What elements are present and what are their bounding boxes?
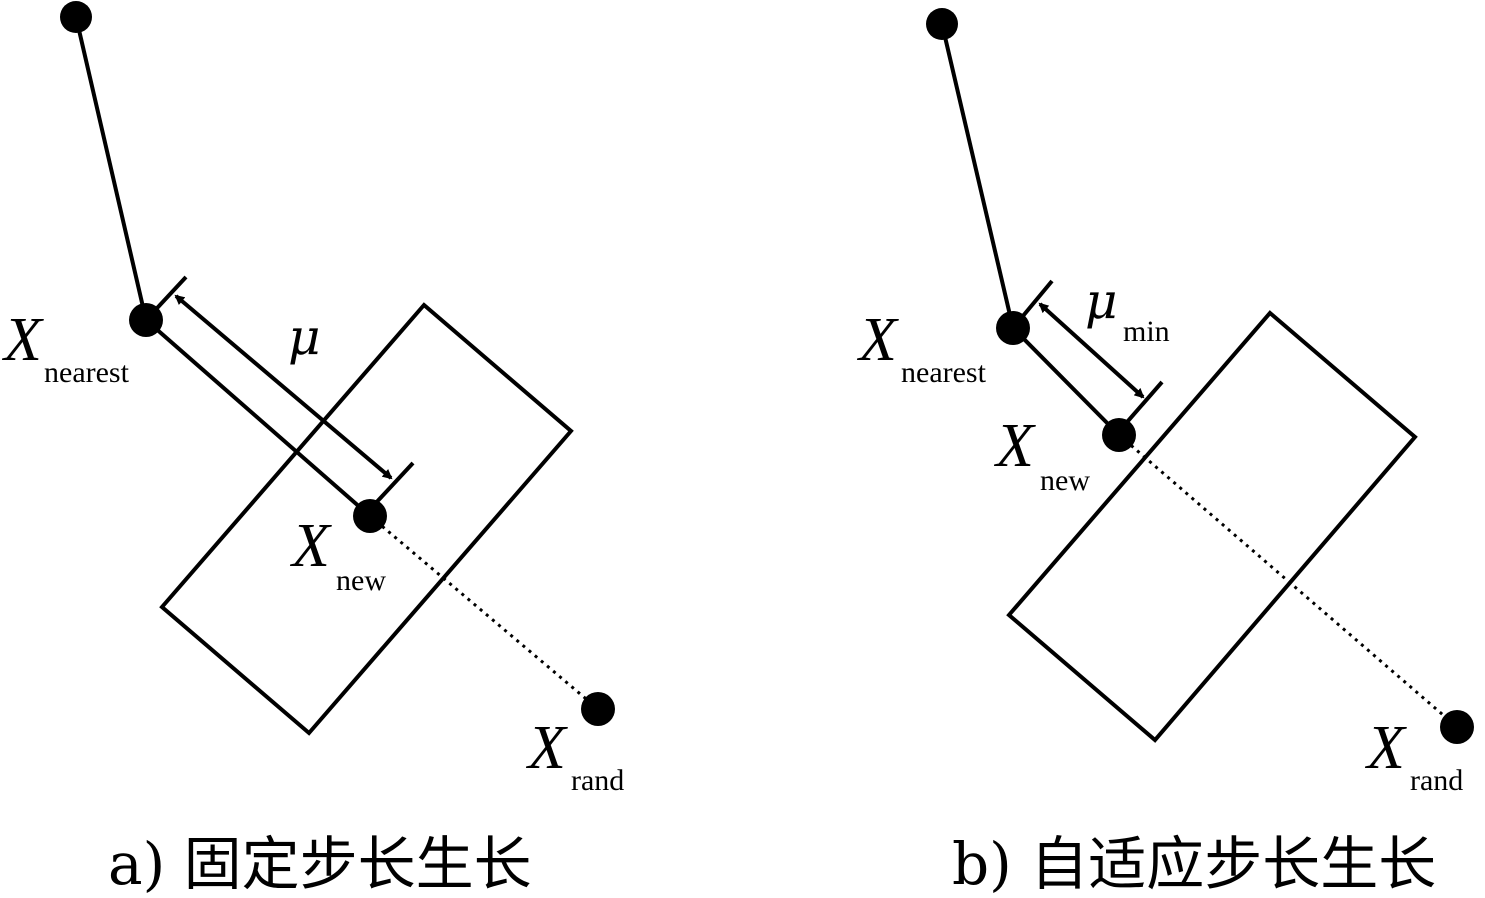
step-subscript: min <box>1123 315 1170 348</box>
new-label: X <box>993 412 1036 480</box>
caption-b: b) 自适应步长生长 <box>952 830 1436 898</box>
panel-b: X nearest X new X rand μ min b) 自适应步长生长 <box>856 8 1474 898</box>
nearest-subscript: nearest <box>44 356 130 389</box>
rand-label: X <box>525 714 568 782</box>
step-tick-end <box>371 461 415 508</box>
nearest-node <box>996 311 1030 345</box>
rand-subscript: rand <box>1410 764 1463 797</box>
step-arrow <box>174 294 393 480</box>
obstacle-rectangle <box>1006 310 1418 743</box>
parent-node <box>926 8 958 40</box>
extension-edge <box>144 318 372 518</box>
tree-edge <box>940 23 1015 329</box>
direction-dotted-line <box>369 514 599 711</box>
step-arrow <box>1038 302 1145 399</box>
rand-node <box>581 692 615 726</box>
direction-dotted-line <box>1118 433 1458 729</box>
panel-a: X nearest X new X rand μ a) 固定步长生长 <box>1 1 624 898</box>
new-label: X <box>289 512 332 580</box>
caption-a: a) 固定步长生长 <box>108 830 532 898</box>
new-subscript: new <box>336 564 386 597</box>
nearest-label: X <box>1 306 44 374</box>
nearest-label: X <box>856 306 899 374</box>
step-label: μ <box>1085 272 1118 330</box>
new-node <box>1102 418 1136 452</box>
parent-node <box>60 1 92 33</box>
new-node <box>353 499 387 533</box>
tree-edge <box>74 16 148 321</box>
rand-node <box>1440 710 1474 744</box>
nearest-subscript: nearest <box>901 356 987 389</box>
new-subscript: new <box>1040 464 1090 497</box>
rand-label: X <box>1364 714 1407 782</box>
obstacle-rectangle <box>159 302 574 736</box>
step-label: μ <box>288 308 321 366</box>
nearest-node <box>129 303 163 337</box>
rand-subscript: rand <box>571 764 624 797</box>
